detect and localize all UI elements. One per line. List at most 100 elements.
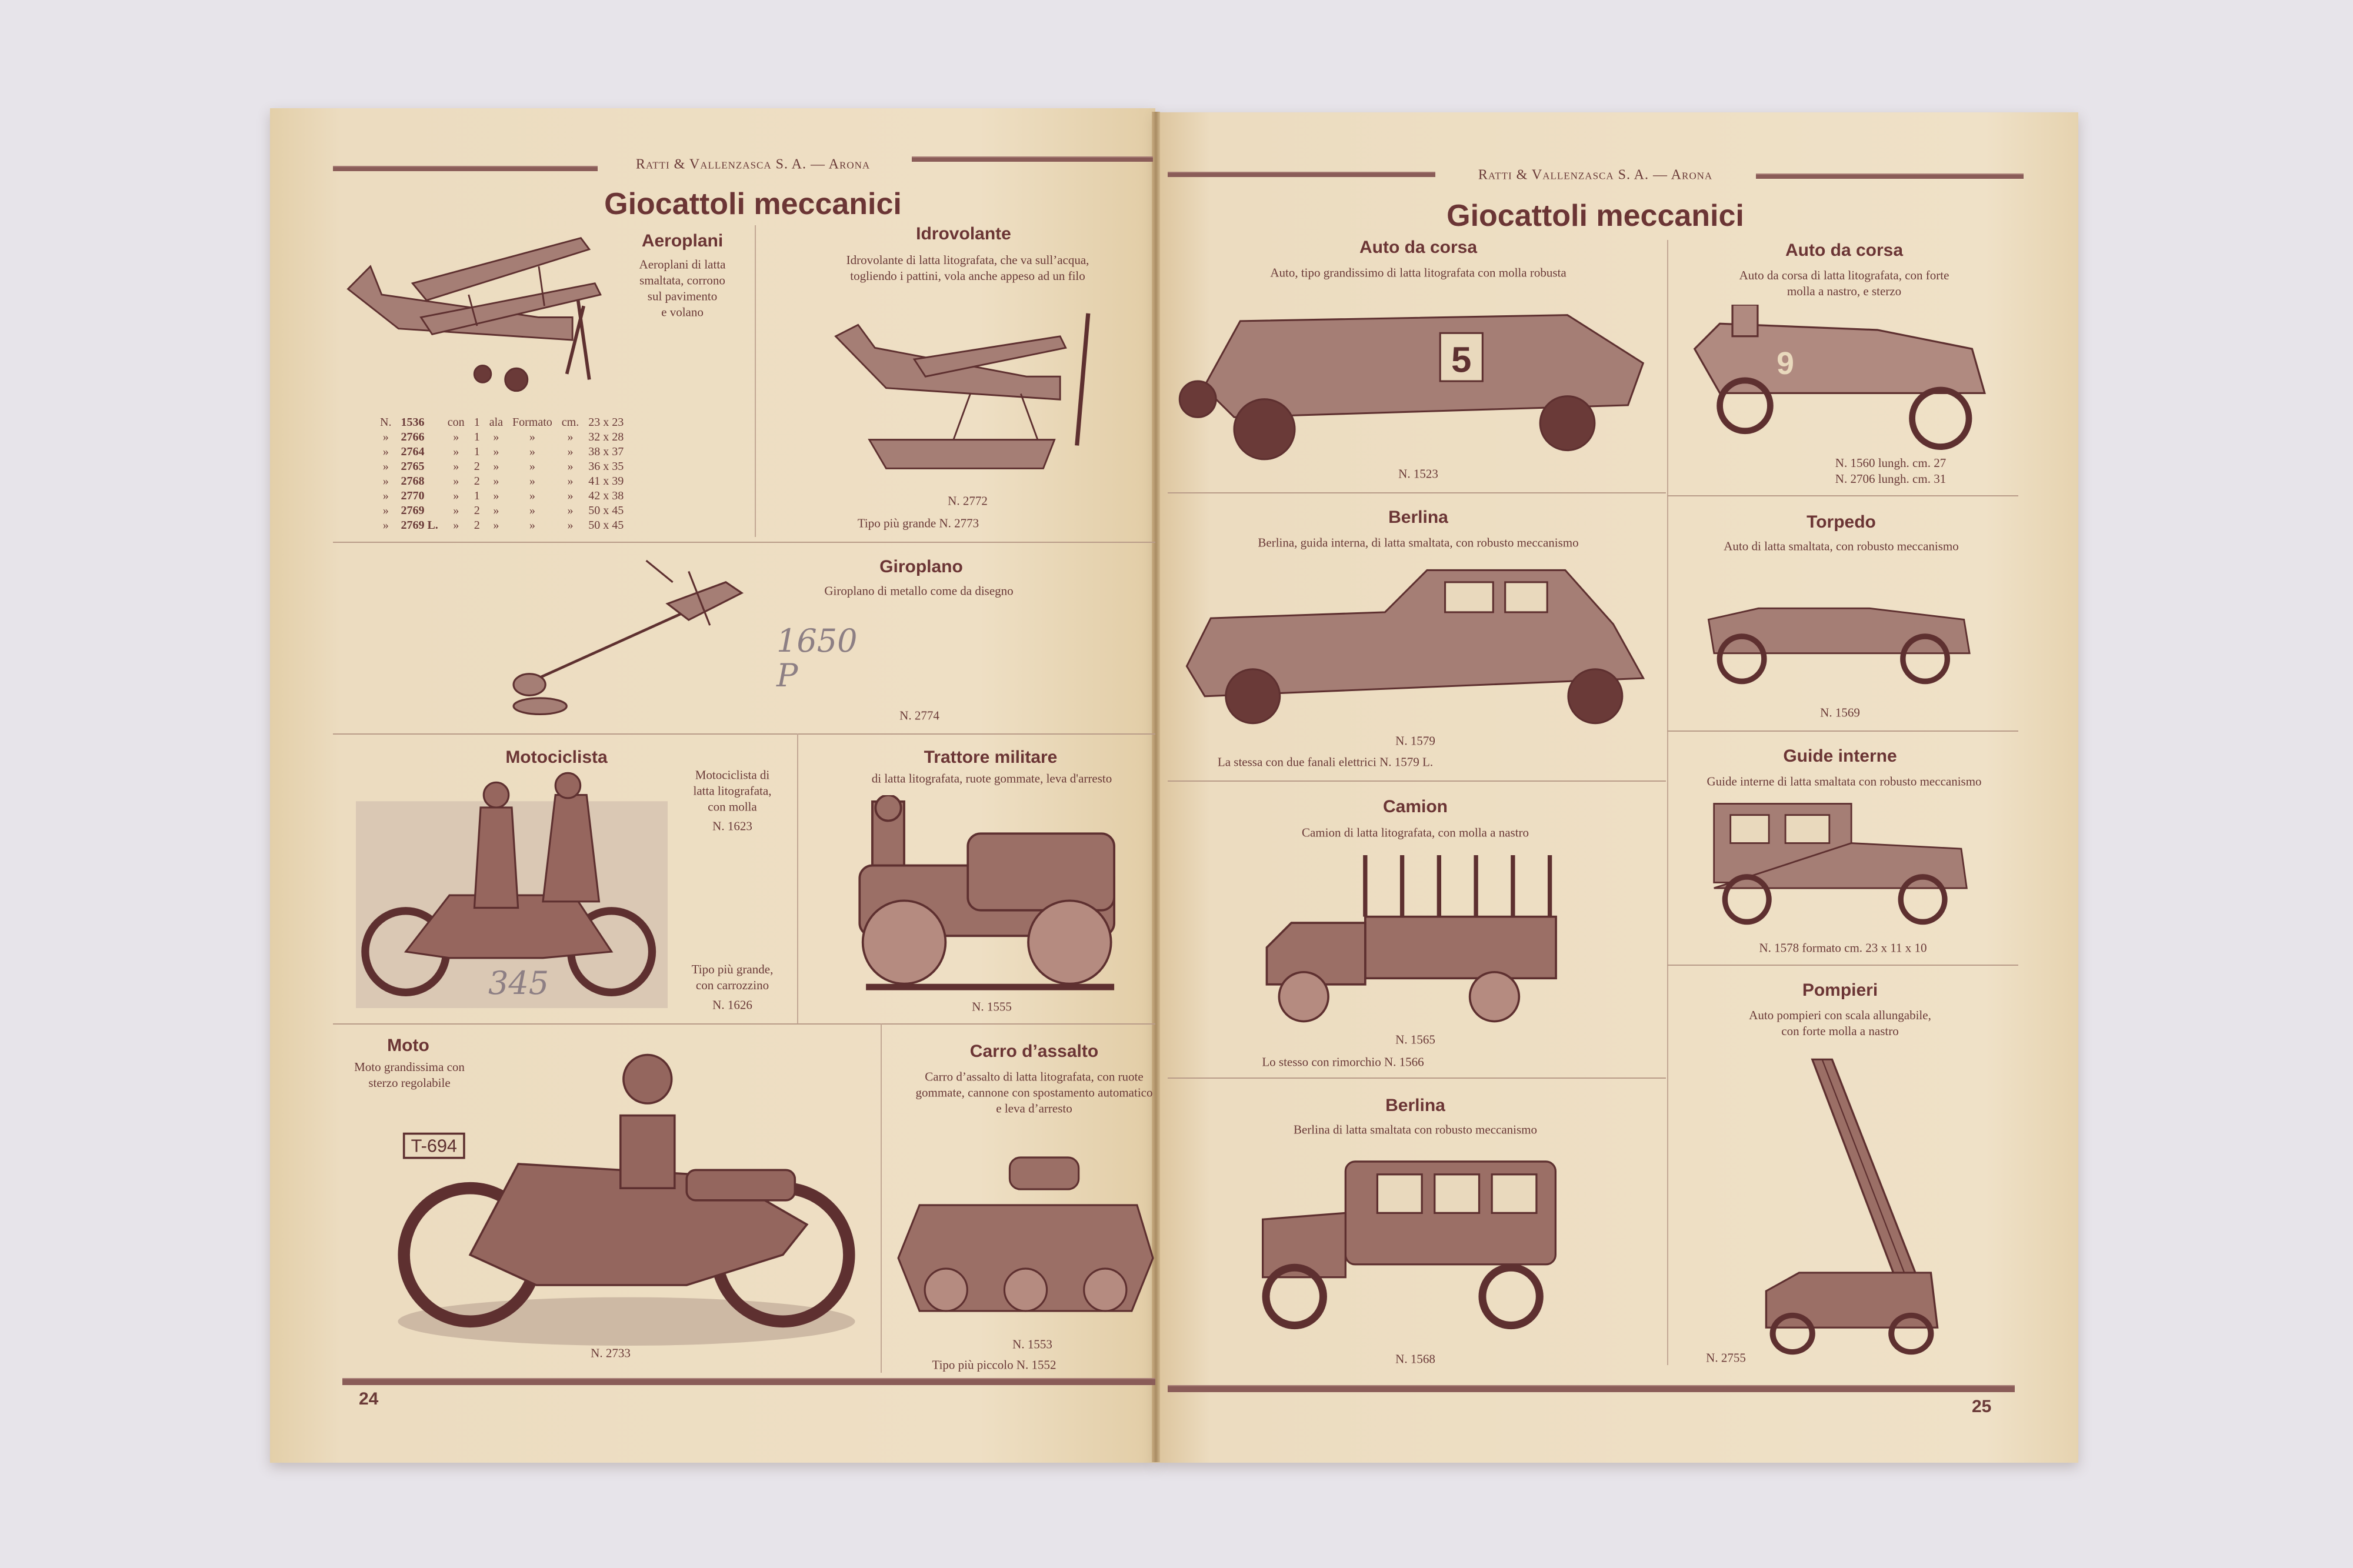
section-desc: Auto, tipo grandissimo di latta litograf… xyxy=(1270,265,1567,280)
table-cell: 1 xyxy=(474,445,480,458)
section-title-pompieri: Pompieri xyxy=(1802,980,1878,1000)
table-cell: » xyxy=(567,519,574,532)
section-desc: Guide interne di latta smaltata con robu… xyxy=(1707,774,1982,789)
divider xyxy=(1667,730,2018,732)
section-desc-carro: Carro d’assalto di latta litografata, co… xyxy=(915,1069,1153,1116)
section-title-auto-da-corsa: Auto da corsa xyxy=(1785,241,1904,260)
table-cell: » xyxy=(382,460,389,473)
page-header: Ratti & Vallenzasca S. A. — Arona xyxy=(1478,167,1713,183)
section-desc-motociclista: Motociclista di latta litografata, con m… xyxy=(693,768,772,814)
table-cell: 2770 xyxy=(401,489,425,502)
table-cell: 38 x 37 xyxy=(588,445,624,458)
table-row: »2766»1»»»32 x 28 xyxy=(375,430,628,445)
table-row: »2769»2»»»50 x 45 xyxy=(375,503,628,518)
item-variant: La stessa con due fanali elettrici N. 15… xyxy=(1217,755,1434,769)
table-cell: » xyxy=(529,519,535,532)
item-number: N. 1523 xyxy=(1398,466,1438,481)
page-title: Giocattoli meccanici xyxy=(604,187,902,221)
handwritten-note: 345 xyxy=(488,965,549,1002)
table-cell: 2 xyxy=(474,504,480,517)
table-row: »2769 L.»2»»»50 x 45 xyxy=(375,518,628,533)
divider xyxy=(797,733,798,1023)
table-cell: » xyxy=(453,475,459,488)
license-plate: T-694 xyxy=(411,1135,457,1156)
table-cell: » xyxy=(529,489,535,502)
table-cell: » xyxy=(453,504,459,517)
item-number: N. 1569 xyxy=(1820,705,1860,720)
item-number: N. 2772 xyxy=(948,493,988,508)
header-rule-left xyxy=(1168,172,1435,177)
item-variant: Tipo più piccolo N. 1552 xyxy=(932,1357,1056,1372)
section-title-motociclista: Motociclista xyxy=(505,748,608,767)
table-cell: 1 xyxy=(474,416,480,429)
footer-rule xyxy=(1168,1385,2015,1392)
divider xyxy=(333,1023,1155,1025)
divider xyxy=(1168,492,1666,493)
section-title-trattore: Trattore militare xyxy=(924,748,1058,767)
table-row: »2764»1»»»38 x 37 xyxy=(375,445,628,459)
divider xyxy=(1667,965,2018,966)
race-car-illustration: 9 xyxy=(1688,305,2004,450)
divider xyxy=(333,733,1155,735)
page-header: Ratti & Vallenzasca S. A. — Arona xyxy=(635,156,871,172)
item-number: N. 2755 xyxy=(1706,1350,1746,1365)
table-cell: » xyxy=(567,445,574,458)
table-cell: » xyxy=(453,445,459,458)
item-number: N. 1568 xyxy=(1395,1352,1435,1366)
car-number: 5 xyxy=(1451,340,1471,381)
header-rule-left xyxy=(333,166,598,171)
table-cell: » xyxy=(529,475,535,488)
item-number: N. 1553 xyxy=(1012,1337,1052,1352)
table-cell: 2769 L. xyxy=(401,519,438,532)
table-cell: » xyxy=(493,504,499,517)
table-cell: 36 x 35 xyxy=(588,460,624,473)
table-cell: 23 x 23 xyxy=(588,416,624,429)
table-cell: » xyxy=(382,489,389,502)
limousine-illustration xyxy=(1250,1155,1568,1335)
table-cell: » xyxy=(382,519,389,532)
table-cell: 1536 xyxy=(401,416,425,429)
section-desc: Auto pompieri con scala allungabile, con… xyxy=(1749,1008,1931,1038)
table-cell: 2 xyxy=(474,475,480,488)
table-cell: » xyxy=(382,431,389,443)
footer-rule xyxy=(342,1378,1155,1385)
table-cell: » xyxy=(382,445,389,458)
table-cell: 41 x 39 xyxy=(588,475,624,488)
divider xyxy=(755,225,756,537)
book-gutter xyxy=(1152,112,1160,1462)
section-desc: Camion di latta litografata, con molla a… xyxy=(1301,825,1529,840)
table-cell: 2 xyxy=(474,460,480,473)
table-cell: » xyxy=(529,460,535,473)
table-row: »2765»2»»»36 x 35 xyxy=(375,459,628,474)
item-number: N. 1579 xyxy=(1395,733,1435,748)
table-cell: 2 xyxy=(474,519,480,532)
table-cell: N. xyxy=(380,416,392,429)
section-title-giroplano: Giroplano xyxy=(879,557,963,576)
section-title-auto-da-corsa: Auto da corsa xyxy=(1359,238,1478,257)
table-cell: 2765 xyxy=(401,460,425,473)
table-cell: 2768 xyxy=(401,475,425,488)
table-cell: » xyxy=(567,504,574,517)
table-cell: 2766 xyxy=(401,431,425,443)
header-rule-right xyxy=(1756,174,2024,179)
giroplano-illustration xyxy=(503,555,768,717)
item-number: N. 1555 xyxy=(972,999,1012,1014)
table-cell: Formato xyxy=(512,416,552,429)
divider xyxy=(1667,495,2018,496)
divider xyxy=(333,542,1155,543)
motorcycle-illustration: T-694 xyxy=(386,1043,867,1346)
divider xyxy=(1168,780,1666,782)
table-cell: » xyxy=(567,475,574,488)
divider xyxy=(1168,1077,1666,1079)
table-cell: » xyxy=(453,519,459,532)
header-rule-right xyxy=(912,156,1153,162)
table-cell: » xyxy=(453,489,459,502)
fire-truck-illustration xyxy=(1753,1053,1951,1358)
section-title-aeroplani: Aeroplani xyxy=(641,231,724,251)
item-number: N. 2774 xyxy=(899,708,939,723)
table-cell: 50 x 45 xyxy=(588,519,624,532)
section-desc: Auto da corsa di latta litografata, con … xyxy=(1739,268,1949,298)
table-cell: » xyxy=(493,460,499,473)
